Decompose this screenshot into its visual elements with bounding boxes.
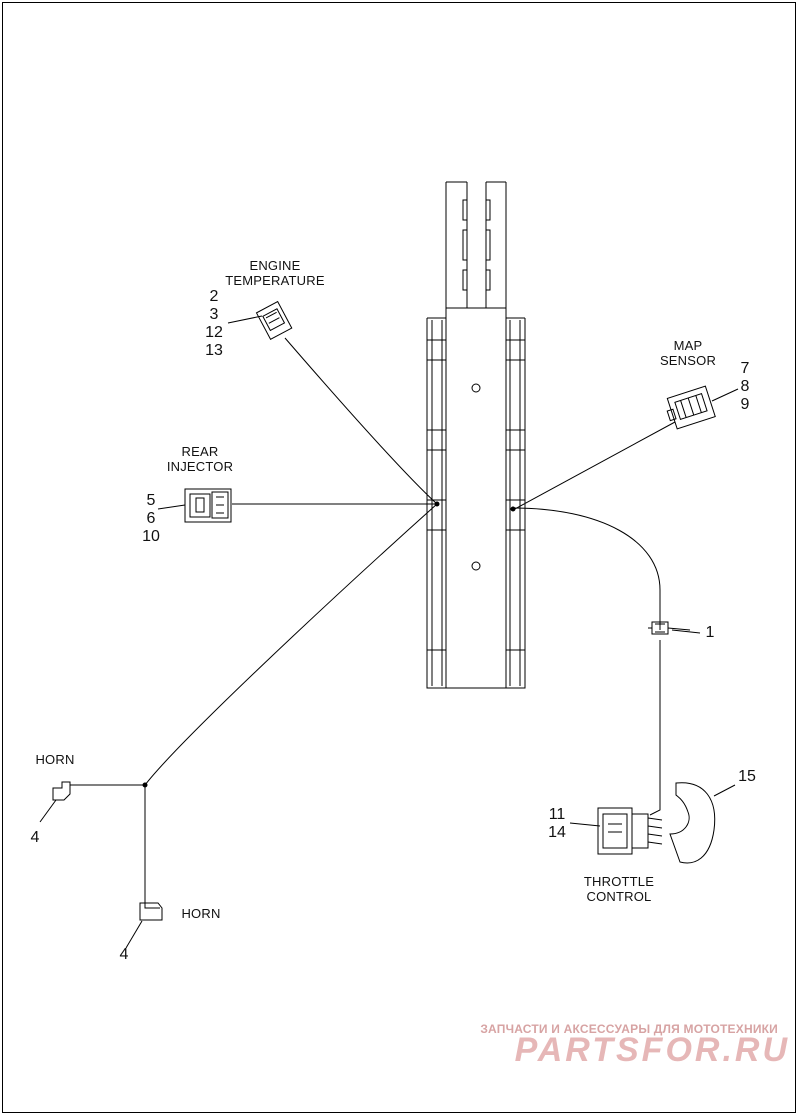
harness-wires (70, 337, 676, 909)
engine-temperature-label-line1: ENGINE (249, 258, 301, 273)
horn-label-bottom: HORN (181, 906, 221, 921)
engine-temperature-callouts: 2 3 12 13 (200, 288, 228, 360)
callout-8: 8 (740, 378, 750, 395)
horn-label-left: HORN (35, 752, 75, 767)
throttle-cover (669, 782, 716, 864)
leader-lines (39, 315, 739, 949)
rear-injector-connector (184, 488, 232, 523)
callout-4-left: 4 (30, 829, 40, 846)
horn-connector-bottom (139, 902, 163, 921)
throttle-control-connector (597, 807, 663, 855)
rear-injector-label: REAR INJECTOR (160, 444, 240, 474)
callout-10: 10 (142, 528, 160, 545)
inline-connector (648, 621, 691, 635)
callout-9: 9 (740, 396, 750, 413)
callout-12: 12 (205, 324, 223, 341)
rear-injector-callouts: 5 6 10 (138, 492, 164, 546)
watermark-tagline: ЗАПЧАСТИ И АКСЕССУАРЫ ДЛЯ МОТОТЕХНИКИ (480, 1022, 778, 1036)
throttle-control-callouts: 11 14 (544, 806, 570, 842)
engine-temperature-label-line2: TEMPERATURE (225, 273, 325, 288)
throttle-control-label-line1: THROTTLE (583, 874, 655, 889)
callout-5: 5 (146, 492, 156, 509)
map-sensor-label-line1: MAP (673, 338, 703, 353)
callout-1: 1 (705, 624, 715, 641)
throttle-control-label-line2: CONTROL (586, 889, 652, 904)
callout-13: 13 (205, 342, 223, 359)
callout-6: 6 (146, 510, 156, 527)
rear-injector-label-line2: INJECTOR (166, 459, 234, 474)
map-sensor-callouts: 7 8 9 (736, 360, 754, 414)
callout-3: 3 (209, 306, 219, 323)
engine-temperature-label: ENGINE TEMPERATURE (222, 258, 328, 288)
throttle-control-label: THROTTLE CONTROL (578, 874, 660, 904)
callout-11: 11 (548, 806, 566, 823)
callout-14: 14 (548, 824, 566, 841)
callout-15: 15 (738, 768, 756, 785)
map-sensor-connector (666, 385, 716, 430)
rear-injector-label-line1: REAR (181, 444, 219, 459)
callout-7: 7 (740, 360, 750, 377)
watermark-logo: PARTSFOR.RU (514, 1031, 790, 1069)
map-sensor-label: MAP SENSOR (655, 338, 721, 368)
callout-4-bottom: 4 (119, 946, 129, 963)
horn-connector-left (52, 781, 71, 801)
map-sensor-label-line2: SENSOR (659, 353, 717, 368)
frame-rail (426, 181, 526, 689)
callout-2: 2 (209, 288, 219, 305)
engine-temperature-connector (255, 300, 293, 341)
